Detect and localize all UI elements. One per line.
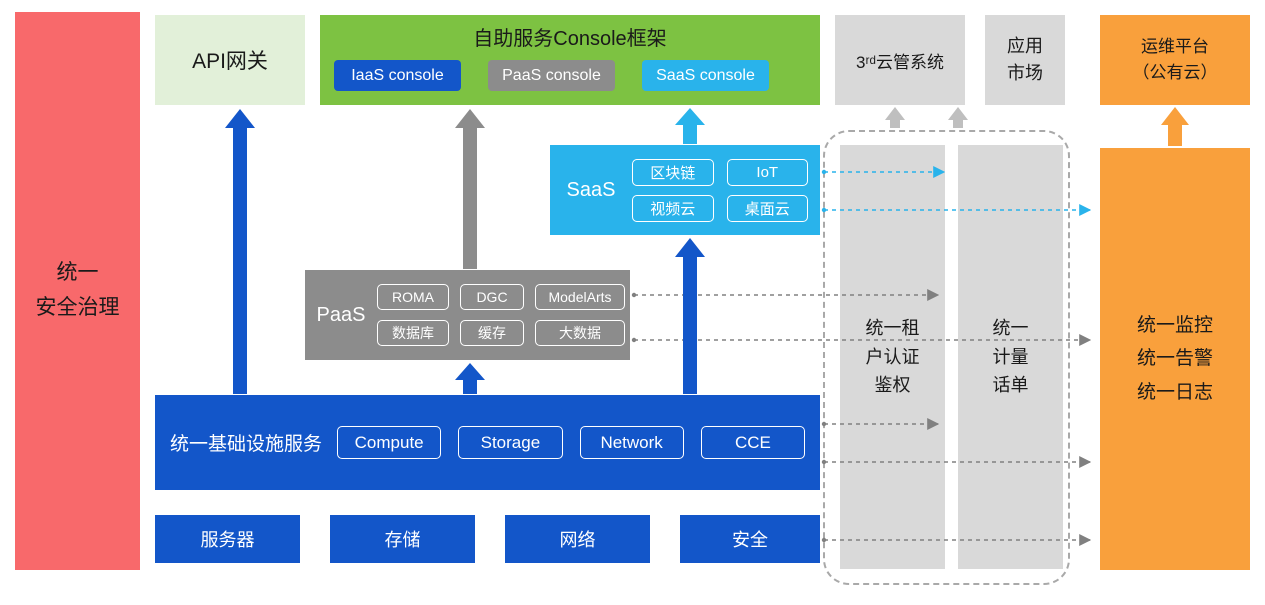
tenant-auth-bar: 统一租 户认证 鉴权 (840, 145, 945, 569)
iaas-console-button: IaaS console (334, 60, 461, 91)
saas-service-video-cloud: 视频云 (632, 194, 714, 222)
monitor-alarm-log-bar: 统一监控 统一告警 统一日志 (1100, 148, 1250, 570)
resource-box-server: 服务器 (155, 515, 300, 563)
console-frame-title: 自助服务Console框架 (473, 28, 667, 50)
api-gateway-box: API网关 (155, 15, 305, 105)
arrow-paas-to-console (455, 109, 485, 269)
third-party-cloud-mgmt-box: 3ʳᵈ云管系统 (835, 15, 965, 105)
paas-services-grid: ROMA DGC ModelArts 数据库 缓存 大数据 (377, 284, 625, 346)
saas-services-grid: 区块链 IoT 视频云 桌面云 (632, 158, 808, 222)
paas-layer-label: PaaS (316, 303, 366, 326)
arrow-iaas-to-saas (675, 238, 705, 394)
saas-service-iot: IoT (726, 158, 808, 186)
iaas-layer-label: 统一基础设施服务 (170, 434, 323, 455)
iaas-service-storage: Storage (458, 426, 563, 459)
paas-service-bigdata: 大数据 (535, 320, 625, 346)
saas-service-desktop-cloud: 桌面云 (726, 194, 808, 222)
paas-service-roma: ROMA (377, 284, 449, 310)
paas-service-dgc: DGC (460, 284, 524, 310)
resource-box-security: 安全 (680, 515, 820, 563)
paas-console-button: PaaS console (488, 60, 615, 91)
console-buttons-row: IaaS console PaaS console SaaS console (334, 60, 806, 91)
arrow-iaas-to-paas (455, 363, 485, 394)
paas-service-modelarts: ModelArts (535, 284, 625, 310)
saas-console-button: SaaS console (642, 60, 769, 91)
app-market-box: 应用 市场 (985, 15, 1065, 105)
iaas-service-cce: CCE (700, 426, 806, 459)
iaas-service-network: Network (579, 426, 684, 459)
arrow-monitor-to-ops-platform (1161, 107, 1189, 146)
shared-services-dashed-group (823, 130, 1070, 585)
arrow-saas-to-console (675, 108, 705, 144)
iaas-service-compute: Compute (337, 426, 442, 459)
resource-box-network: 网络 (505, 515, 650, 563)
arrow-billing-to-third-cloud (948, 107, 968, 128)
resource-box-storage: 存储 (330, 515, 475, 563)
paas-layer-box: PaaS ROMA DGC ModelArts 数据库 缓存 大数据 (305, 270, 630, 360)
paas-service-database: 数据库 (377, 320, 449, 346)
security-governance-bar: 统一 安全治理 (15, 12, 140, 570)
arrow-iaas-to-api-gateway (225, 109, 255, 394)
iaas-layer-box: 统一基础设施服务 Compute Storage Network CCE (155, 395, 820, 490)
saas-service-blockchain: 区块链 (632, 158, 714, 186)
saas-layer-box: SaaS 区块链 IoT 视频云 桌面云 (550, 145, 820, 235)
saas-layer-label: SaaS (566, 178, 616, 201)
ops-platform-box: 运维平台 （公有云） (1100, 15, 1250, 105)
metering-billing-bar: 统一 计量 话单 (958, 145, 1063, 569)
arrow-auth-to-third-cloud (885, 107, 905, 128)
console-frame-box: 自助服务Console框架 IaaS console PaaS console … (320, 15, 820, 105)
iaas-services-row: Compute Storage Network CCE (337, 426, 806, 459)
paas-service-cache: 缓存 (460, 320, 524, 346)
